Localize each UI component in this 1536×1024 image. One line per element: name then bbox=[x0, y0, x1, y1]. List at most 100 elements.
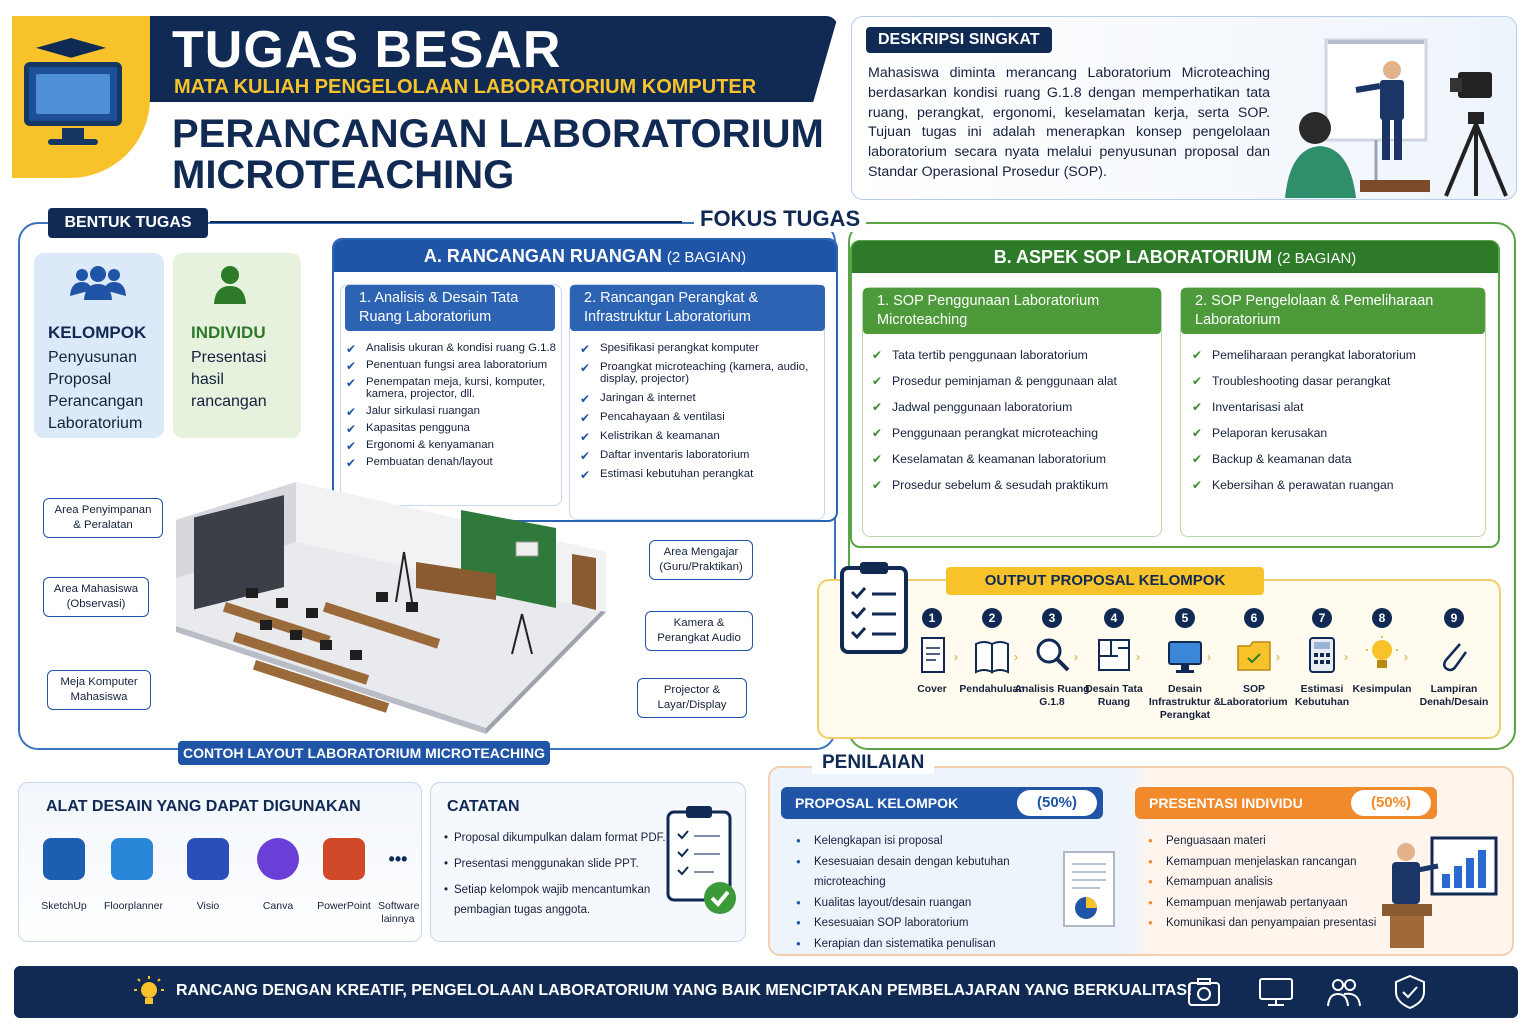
note-item: Proposal dikumpulkan dalam format PDF. bbox=[444, 828, 674, 848]
list-item: Estimasi kebutuhan perangkat bbox=[580, 468, 820, 482]
tool-logo-icon bbox=[187, 838, 229, 880]
layout-tag: CONTOH LAYOUT LABORATORIUM MICROTEACHING bbox=[178, 741, 550, 765]
criteria-item: Penguasaan materi bbox=[1148, 831, 1382, 852]
document-icon bbox=[921, 637, 945, 673]
chevron-right-icon: › bbox=[1014, 650, 1018, 664]
step-label: Cover bbox=[917, 684, 947, 695]
criteria-item: Kualitas layout/desain ruangan bbox=[796, 893, 1066, 914]
list-item: Jalur sirkulasi ruangan bbox=[346, 405, 558, 419]
lab-layout-illustration bbox=[176, 482, 606, 734]
proposal-header: PROPOSAL KELOMPOK(50%) bbox=[781, 787, 1103, 819]
callout-students: Area Mahasiswa (Observasi) bbox=[43, 577, 149, 617]
tool-label: Floorplanner bbox=[104, 900, 163, 912]
list-item: Inventarisasi alat bbox=[1192, 400, 1482, 414]
lightbulb-icon bbox=[134, 976, 164, 1004]
callout-storage: Area Penyimpanan & Peralatan bbox=[43, 498, 163, 538]
chevron-right-icon: › bbox=[1207, 650, 1211, 664]
penilaian-title: PENILAIAN bbox=[812, 752, 935, 774]
step-number: 1 bbox=[922, 608, 942, 628]
individu-title: INDIVIDU bbox=[191, 323, 266, 342]
note-item: Setiap kelompok wajib mencantumkan pemba… bbox=[444, 880, 674, 920]
tool-logo-icon bbox=[257, 838, 299, 880]
tool-item: •••Software lainnya bbox=[370, 838, 426, 926]
calculator-icon bbox=[1309, 637, 1335, 673]
divider bbox=[210, 221, 682, 223]
list-item: Kapasitas pengguna bbox=[346, 422, 558, 436]
callout-teach: Area Mengajar (Guru/Praktikan) bbox=[649, 540, 753, 580]
step-number: 6 bbox=[1244, 608, 1264, 628]
criteria-item: Kemampuan menjelaskan rancangan bbox=[1148, 852, 1382, 873]
section-b-suffix: (2 BAGIAN) bbox=[1277, 250, 1357, 267]
monitor-icon bbox=[24, 62, 122, 126]
shield-check-icon bbox=[1395, 974, 1425, 1010]
presenter-chart-illustration bbox=[1382, 836, 1498, 948]
tool-label: SketchUp bbox=[41, 900, 87, 912]
section-b-part2-list: Pemeliharaan perangkat laboratoriumTroub… bbox=[1192, 348, 1482, 504]
bentuk-tugas-tag: BENTUK TUGAS bbox=[48, 208, 208, 238]
step-number: 3 bbox=[1042, 608, 1062, 628]
graduation-cap-icon bbox=[36, 38, 106, 58]
list-item: Penentuan fungsi area laboratorium bbox=[346, 359, 558, 373]
criteria-item: Kerapian dan sistematika penulisan bbox=[796, 934, 1066, 955]
list-item: Kebersihan & perawatan ruangan bbox=[1192, 478, 1482, 492]
tool-item: Canva bbox=[250, 838, 306, 912]
kelompok-card: KELOMPOK Penyusunan Proposal Perancangan… bbox=[34, 253, 164, 438]
camera-icon bbox=[1188, 978, 1220, 1006]
monitor-base bbox=[48, 139, 98, 145]
lightbulb-icon bbox=[1366, 636, 1398, 668]
clipboard-check-icon bbox=[666, 806, 736, 914]
proposal-title: PROPOSAL KELOMPOK bbox=[795, 795, 959, 811]
group-icon bbox=[70, 266, 126, 300]
section-b-header: B. ASPEK SOP LABORATORIUM (2 BAGIAN) bbox=[852, 241, 1498, 273]
fokus-tugas-title: FOKUS TUGAS bbox=[694, 206, 867, 232]
section-a-header: A. RANCANGAN RUANGAN (2 BAGIAN) bbox=[334, 240, 836, 272]
step-label: Pendahuluan bbox=[959, 684, 1025, 695]
monitor-icon bbox=[1259, 978, 1293, 1006]
tool-logo-icon bbox=[323, 838, 365, 880]
project-title-line2: MICROTEACHING bbox=[172, 153, 515, 197]
description-text: Mahasiswa diminta merancang Laboratorium… bbox=[868, 65, 1270, 180]
output-tag: OUTPUT PROPOSAL KELOMPOK bbox=[946, 567, 1264, 595]
tools-title: ALAT DESAIN YANG DAPAT DIGUNAKAN bbox=[46, 798, 361, 815]
criteria-item: Kelengkapan isi proposal bbox=[796, 831, 1066, 852]
presentasi-header: PRESENTASI INDIVIDU(50%) bbox=[1135, 787, 1437, 819]
proposal-criteria-list: Kelengkapan isi proposalKesesuaian desai… bbox=[796, 831, 1066, 955]
section-a-part2-title: 2. Rancangan Perangkat & Infrastruktur L… bbox=[570, 285, 825, 331]
list-item: Keselamatan & keamanan laboratorium bbox=[872, 452, 1156, 466]
step-number: 7 bbox=[1312, 608, 1332, 628]
individu-card: INDIVIDU Presentasi hasil rancangan bbox=[173, 253, 301, 438]
list-item: Penempatan meja, kursi, komputer, kamera… bbox=[346, 376, 558, 400]
presentasi-title: PRESENTASI INDIVIDU bbox=[1149, 795, 1303, 811]
folder-icon bbox=[1237, 641, 1271, 671]
presentasi-criteria-list: Penguasaan materiKemampuan menjelaskan r… bbox=[1148, 831, 1382, 934]
chevron-right-icon: › bbox=[1074, 650, 1078, 664]
criteria-item: Kemampuan menjawab pertanyaan bbox=[1148, 893, 1382, 914]
criteria-item: Kesesuaian SOP laboratorium bbox=[796, 913, 1066, 934]
criteria-item: Kesesuaian desain dengan kebutuhan micro… bbox=[796, 852, 1066, 893]
list-item: Jadwal penggunaan laboratorium bbox=[872, 400, 1156, 414]
section-b-part1-list: Tata tertib penggunaan laboratoriumProse… bbox=[872, 348, 1156, 504]
description-tag: DESKRIPSI SINGKAT bbox=[866, 27, 1052, 53]
callout-projector: Projector & Layar/Display bbox=[637, 678, 747, 718]
tool-label: PowerPoint bbox=[317, 900, 371, 912]
section-b-part1-title: 1. SOP Penggunaan Laboratorium Microteac… bbox=[863, 288, 1161, 334]
right-frame bbox=[848, 222, 1516, 750]
list-item: Troubleshooting dasar perangkat bbox=[1192, 374, 1482, 388]
callout-camera: Kamera & Perangkat Audio bbox=[645, 611, 753, 651]
notes-list: Proposal dikumpulkan dalam format PDF.Pr… bbox=[444, 828, 674, 926]
chevron-right-icon: › bbox=[1344, 650, 1348, 664]
step-label: Estimasi Kebutuhan bbox=[1294, 684, 1350, 708]
step-label: Kesimpulan bbox=[1352, 684, 1412, 695]
step-number: 5 bbox=[1175, 608, 1195, 628]
book-icon bbox=[975, 641, 1009, 674]
step-number: 2 bbox=[982, 608, 1002, 628]
checklist-icon bbox=[840, 562, 908, 654]
individu-text: Presentasi hasil rancangan bbox=[191, 349, 267, 410]
section-a-part2-list: Spesifikasi perangkat komputerProangkat … bbox=[580, 342, 820, 487]
list-item: Tata tertib penggunaan laboratorium bbox=[872, 348, 1156, 362]
project-title-line1: PERANCANGAN LABORATORIUM bbox=[172, 112, 824, 156]
tool-item: Floorplanner bbox=[104, 838, 163, 912]
list-item: Pemeliharaan perangkat laboratorium bbox=[1192, 348, 1482, 362]
criteria-item: Komunikasi dan penyampaian presentasi bbox=[1148, 913, 1382, 934]
kelompok-title: KELOMPOK bbox=[48, 323, 147, 342]
